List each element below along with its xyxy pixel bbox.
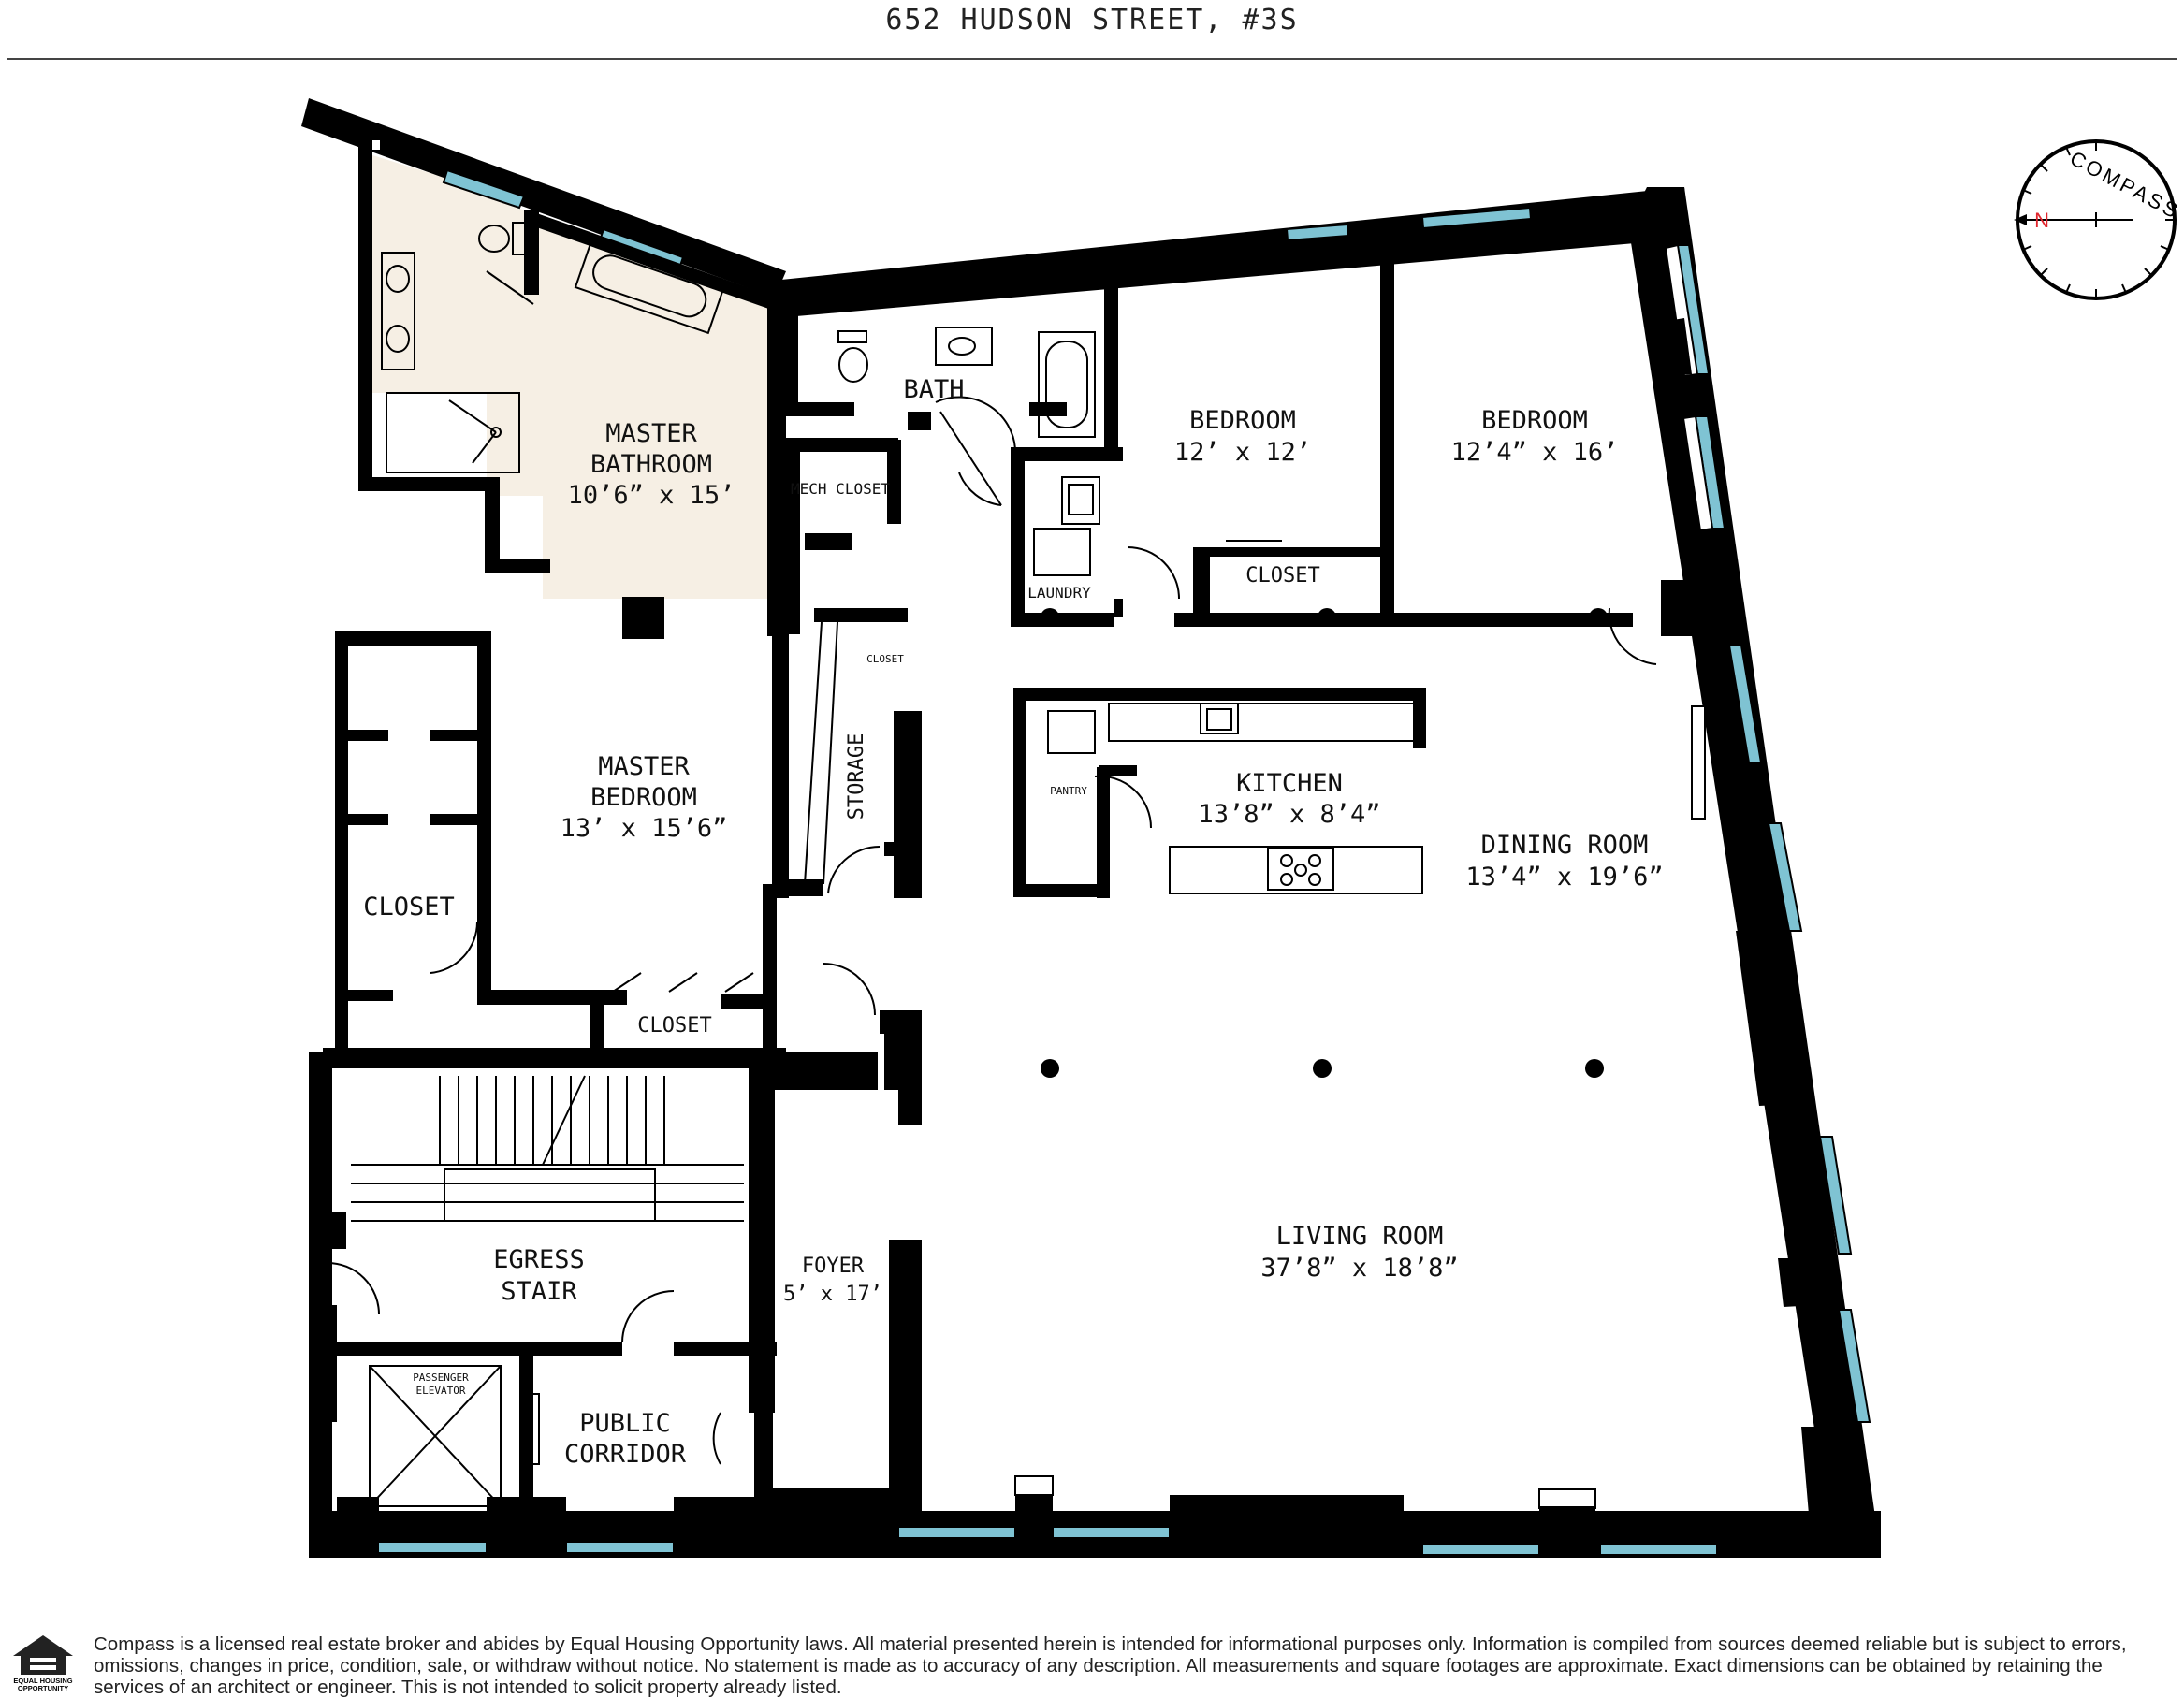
mech-closet-name: MECH CLOSET [791,480,890,498]
door-swing [327,1262,380,1315]
door-swing [958,472,1002,506]
kitchen-name: KITCHEN [1236,769,1343,798]
door-swing [827,845,881,894]
fixtures [327,222,1657,1507]
bath-name: BATH [903,375,964,404]
toilet-icon [838,347,868,383]
toilet-icon [478,225,510,253]
dining-room-dims: 13’4” x 19’6” [1465,863,1663,892]
master-bathroom-name-1: MASTER [605,419,697,448]
door-swing [935,396,1016,450]
vanity-sink [935,327,993,366]
sink-icon [386,265,410,293]
compass-rose: N COMPASS [2014,139,2184,300]
compass-north-letter: N [2034,209,2049,232]
shower-stall [386,392,520,473]
public-corridor-name-2: CORRIDOR [564,1440,687,1469]
door-swing [612,972,754,993]
listing-address-title: 652 HUDSON STREET, #3S [885,4,1299,36]
master-bedroom-dims: 13’ x 15’6” [561,814,728,843]
door-swing [1608,607,1657,665]
egress-stair-name-1: EGRESS [493,1245,585,1274]
bedroom-1-dims: 12’ x 12’ [1174,438,1311,467]
bedroom-closet-name: CLOSET [1245,564,1319,588]
kitchen-island [1169,846,1423,894]
interior-walls [323,210,1876,1558]
living-room-dims: 37’8” x 18’8” [1260,1254,1458,1283]
legal-disclaimer: Compass is a licensed real estate broker… [94,1633,2127,1698]
bath-tub-2 [1038,331,1096,438]
passenger-elevator-name-2: ELEVATOR [416,1385,466,1397]
kitchen-sink [1200,703,1239,734]
header-divider [7,58,2177,60]
master-bedroom-name-2: BEDROOM [590,783,697,812]
dining-room-name: DINING ROOM [1481,831,1649,860]
closet-lower-name: CLOSET [637,1014,711,1038]
vanity-sinks [381,252,415,370]
master-bathroom-dims: 10’6” x 15’ [568,481,735,510]
elevator-car [369,1365,502,1507]
storage-name: STORAGE [845,733,868,820]
public-corridor-name-1: PUBLIC [579,1409,671,1438]
bedroom-2-dims: 12’4” x 16’ [1451,438,1619,467]
foyer-dims: 5’ x 17’ [783,1283,882,1306]
bedroom-2-name: BEDROOM [1481,406,1588,435]
equal-housing-logo: EQUAL HOUSING OPPORTUNITY [13,1635,73,1691]
door-openings [372,140,380,150]
window-sills [1014,243,1714,1509]
door-swing [430,921,479,974]
door-swing [621,1290,675,1343]
bathtub [574,237,726,335]
laundry-sink [1061,476,1100,525]
master-bathroom-name-2: BATHROOM [590,450,712,479]
kitchen-dims: 13’8” x 8’4” [1198,800,1380,829]
passenger-elevator-name-1: PASSENGER [413,1371,469,1384]
bedroom-1-name: BEDROOM [1189,406,1296,435]
hall-closet-name: CLOSET [866,653,904,665]
sink-icon [386,325,410,353]
floor-plan: N COMPASS MASTER BATHROOM 10’6” x 15’ BA… [301,98,2184,1558]
egress-stair-treads [351,1075,744,1222]
laundry-name: LAUNDRY [1027,584,1091,602]
pantry-name: PANTRY [1050,785,1087,797]
kitchen-counter [1108,703,1419,742]
door-swing [1127,546,1180,600]
door-swing [712,1412,721,1465]
windows [373,168,1871,1556]
egress-stair-name-2: STAIR [501,1277,577,1306]
logo-text-1: EQUAL HOUSING [13,1676,72,1685]
living-room-name: LIVING ROOM [1276,1222,1444,1251]
master-bedroom-name-1: MASTER [598,752,690,781]
door-swing [823,963,876,1016]
foyer-name: FOYER [802,1255,865,1278]
master-closet-name: CLOSET [363,893,455,922]
door-swing [1094,775,1153,829]
washer [1033,528,1091,576]
logo-text-2: OPPORTUNITY [18,1684,68,1691]
cooktop [1267,848,1334,891]
